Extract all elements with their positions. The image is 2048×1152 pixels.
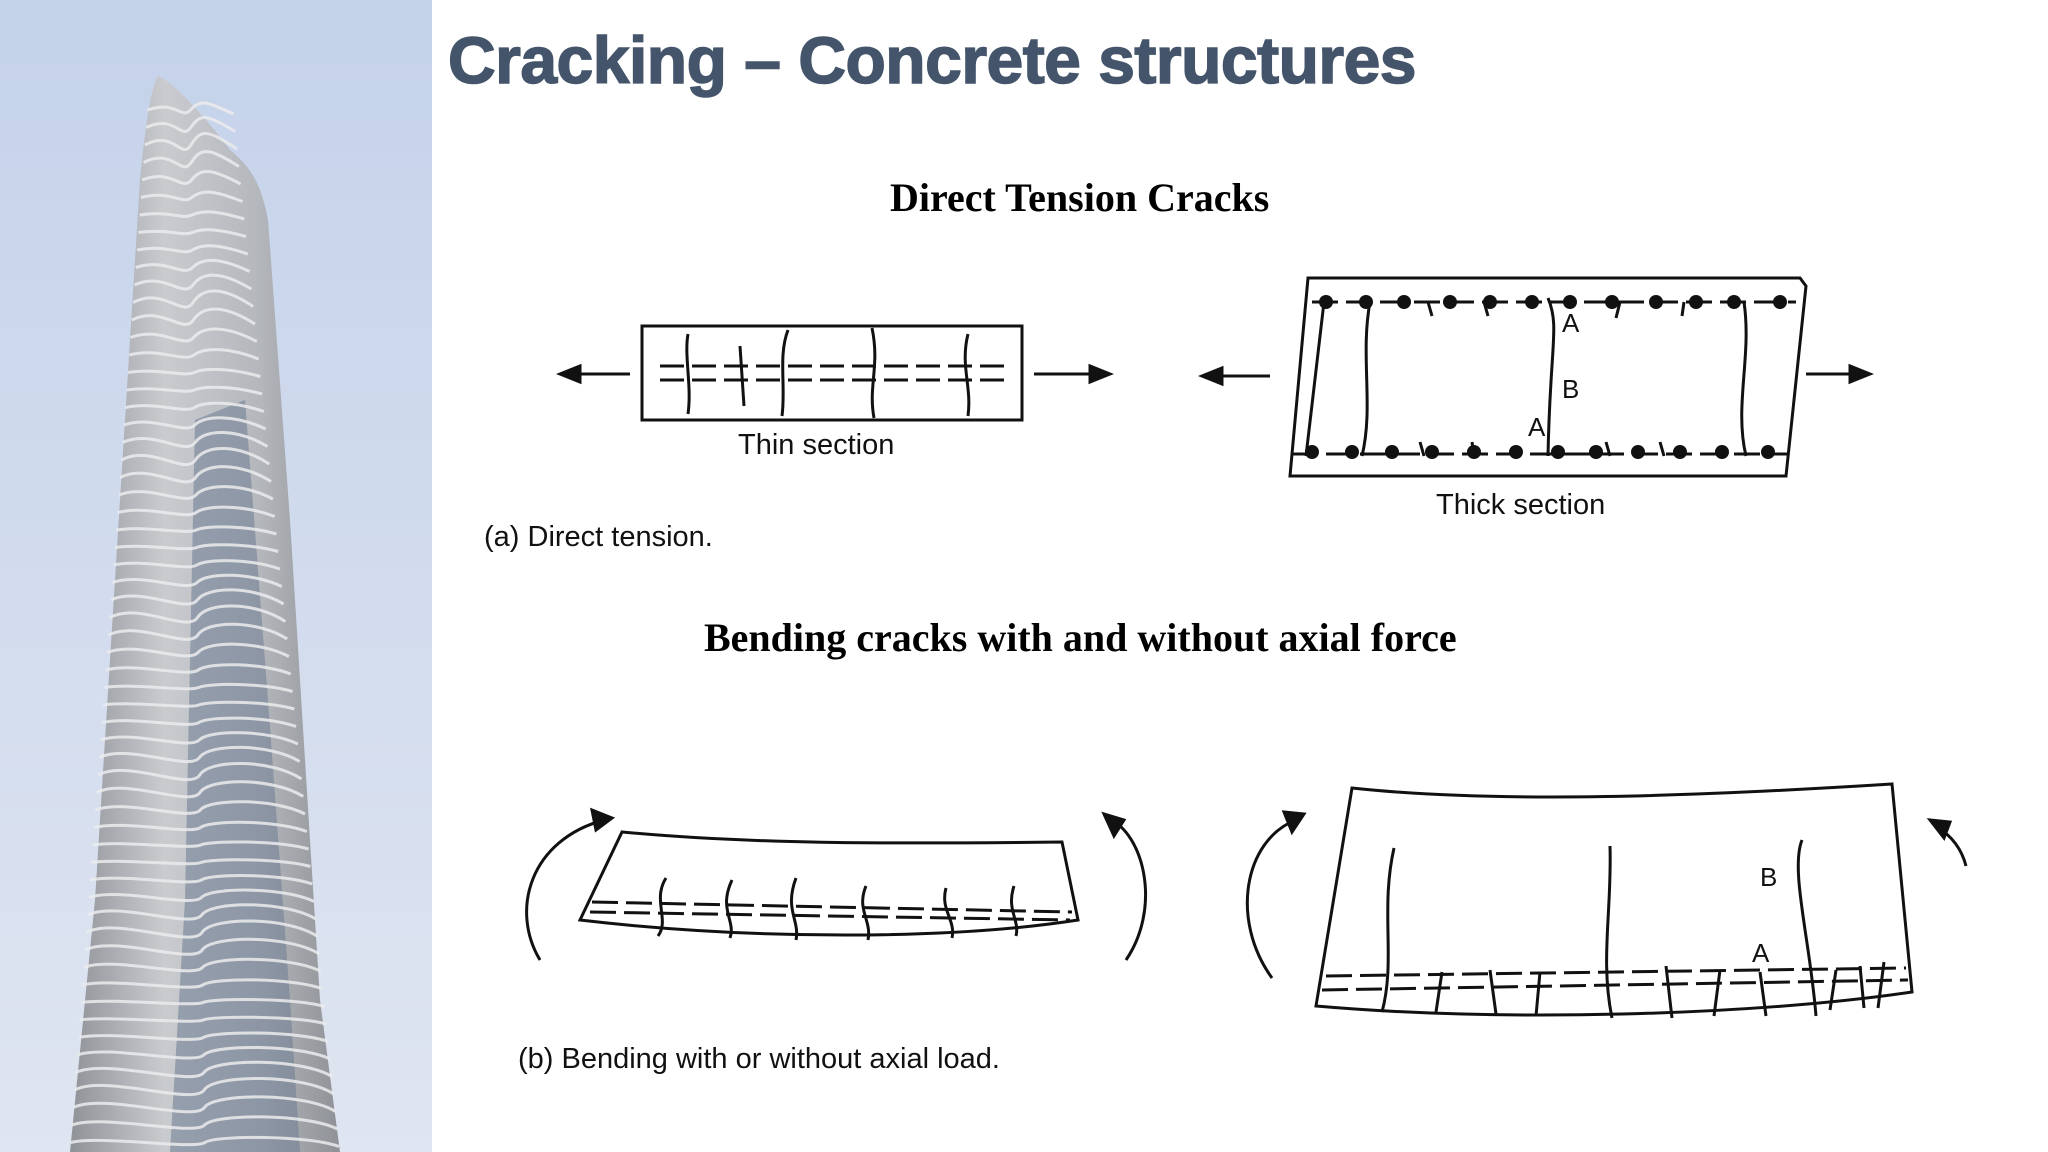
thin-section-drawing: [640, 324, 1024, 422]
reinforcement-bars: [1305, 295, 1787, 459]
thick-section-drawing: [1288, 276, 1808, 478]
thick-section-label: Thick section: [1436, 489, 1605, 521]
figure-b-caption: (b) Bending with or without axial load.: [518, 1043, 1000, 1075]
moment-arrow-left-shallow: [525, 807, 616, 961]
moment-arrow-left-deep: [1245, 810, 1307, 979]
shallow-beam-drawing: [577, 830, 1080, 941]
tower-photo: [0, 0, 432, 1152]
deep-beam-drawing: [1314, 782, 1914, 1019]
thin-section-label: Thin section: [738, 429, 894, 461]
tension-arrow-left-thin: [555, 363, 630, 385]
tension-arrow-right-thin: [1034, 363, 1115, 385]
bending-crack-label-a: A: [1752, 938, 1770, 968]
crack-label-b: B: [1562, 374, 1579, 404]
bending-crack-label-b: B: [1760, 862, 1777, 892]
tension-arrow-left-thick: [1197, 365, 1270, 387]
moment-arrow-right-shallow: [1101, 811, 1147, 961]
crack-label-a-bottom: A: [1528, 412, 1546, 442]
moment-arrow-right-deep: [1926, 818, 1968, 867]
crack-label-a-top: A: [1562, 308, 1580, 338]
figure-a-caption: (a) Direct tension.: [484, 521, 713, 553]
direct-tension-heading: Direct Tension Cracks: [890, 175, 1270, 220]
slide-title: Cracking – Concrete structures: [447, 22, 1417, 98]
bending-cracks-diagram: B A (b) Bending with or without axial lo…: [518, 782, 1968, 1075]
direct-tension-diagram: Thin section A B A Thick section (a) Dir…: [484, 276, 1875, 553]
tension-arrow-right-thick: [1806, 363, 1875, 385]
bending-cracks-heading: Bending cracks with and without axial fo…: [704, 615, 1457, 660]
